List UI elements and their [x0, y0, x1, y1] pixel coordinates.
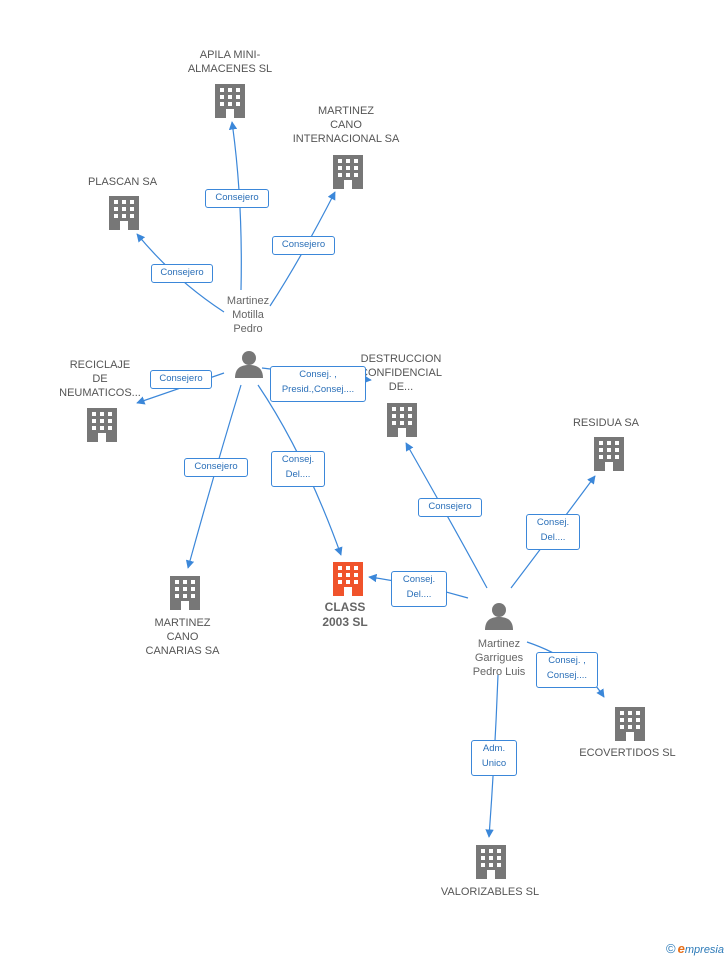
person-pedro-label[interactable]: Martinez Motilla Pedro	[226, 295, 270, 335]
edge-label-consej-del-residua[interactable]: Consej. Del....	[526, 514, 580, 550]
company-valorizables-label[interactable]: VALORIZABLES SL	[440, 886, 540, 898]
building-apila-icon[interactable]	[215, 84, 245, 118]
edge-label-consej-del-class[interactable]: Consej. Del....	[271, 451, 325, 487]
company-plascan-label[interactable]: PLASCAN SA	[87, 176, 158, 188]
person-pedro-icon[interactable]	[235, 351, 263, 378]
edge-label-consejero-canarias[interactable]: Consejero	[184, 458, 248, 477]
company-reciclaje-label[interactable]: RECICLAJE DE NEUMATICOS...	[59, 359, 141, 399]
edge-label-consej-del-class-2[interactable]: Consej. Del....	[391, 571, 447, 607]
edge-consejero-destruccion	[405, 442, 488, 589]
building-ecovertidos-icon[interactable]	[615, 707, 645, 741]
building-canarias-icon[interactable]	[170, 576, 200, 610]
edge-label-consej-ecovertidos[interactable]: Consej. , Consej....	[536, 652, 598, 688]
building-class-icon[interactable]	[333, 562, 363, 596]
edge-label-consejero-apila[interactable]: Consejero	[205, 189, 269, 208]
building-plascan-icon[interactable]	[109, 196, 139, 230]
edge-label-consej-presid-destruccion[interactable]: Consej. , Presid.,Consej....	[270, 366, 366, 402]
person-pedro-luis-label[interactable]: Martinez Garrigues Pedro Luis	[472, 638, 526, 678]
company-martinez-cano-canarias-label[interactable]: MARTINEZ CANO CANARIAS SA	[145, 617, 220, 657]
building-valorizables-icon[interactable]	[476, 845, 506, 879]
edge-label-consejero-plascan[interactable]: Consejero	[151, 264, 213, 283]
company-ecovertidos-label[interactable]: ECOVERTIDOS SL	[579, 747, 676, 759]
building-residua-icon[interactable]	[594, 437, 624, 471]
building-destruccion-icon[interactable]	[387, 403, 417, 437]
company-destruccion-label[interactable]: DESTRUCCION CONFIDENCIAL DE...	[360, 353, 442, 393]
person-pedro-luis-icon[interactable]	[485, 603, 513, 630]
company-class-2003-label[interactable]: CLASS 2003 SL	[322, 600, 368, 629]
edge-label-consejero-destruccion[interactable]: Consejero	[418, 498, 482, 517]
company-apila-label[interactable]: APILA MINI- ALMACENES SL	[187, 49, 273, 75]
edge-label-consejero-reciclaje[interactable]: Consejero	[150, 370, 212, 389]
edge-label-consejero-martinez-cano-int[interactable]: Consejero	[272, 236, 335, 255]
empresia-logo[interactable]: ©empresia	[666, 941, 724, 956]
company-martinez-cano-internacional-label[interactable]: MARTINEZ CANO INTERNACIONAL SA	[292, 105, 400, 145]
building-martinez-int-icon[interactable]	[333, 155, 363, 189]
company-residua-label[interactable]: RESIDUA SA	[572, 417, 640, 429]
edge-label-adm-unico-valorizables[interactable]: Adm. Unico	[471, 740, 517, 776]
building-reciclaje-icon[interactable]	[87, 408, 117, 442]
